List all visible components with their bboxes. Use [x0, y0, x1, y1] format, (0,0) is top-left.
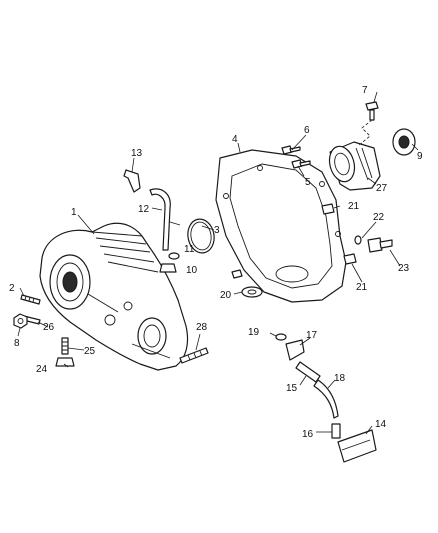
bolt-lower [291, 159, 311, 169]
callout-5: 5 [305, 177, 311, 188]
callout-21-upper: 21 [348, 201, 360, 212]
output-seal [392, 128, 416, 156]
callout-6: 6 [304, 125, 310, 136]
oil-hose [313, 379, 339, 419]
stud-long [179, 347, 209, 364]
callout-24: 24 [36, 364, 48, 375]
front-case-half [39, 222, 189, 371]
hose-fitting [331, 423, 341, 439]
callout-13: 13 [131, 148, 143, 159]
oil-pickup-tube [285, 339, 321, 383]
leader-lines [17, 91, 419, 435]
callout-23: 23 [398, 263, 410, 274]
callout-16: 16 [302, 429, 314, 440]
extension-housing [328, 141, 381, 191]
vent-clip [168, 252, 180, 260]
callout-25: 25 [84, 346, 96, 357]
plug-lower [343, 253, 357, 265]
vent-hose [149, 188, 171, 251]
vent-bracket [123, 169, 141, 193]
bolt-top [365, 101, 379, 121]
callout-9: 9 [417, 151, 423, 162]
oil-filter-screen [337, 429, 377, 463]
plug-upper [321, 203, 335, 215]
callout-10: 10 [186, 265, 198, 276]
callout-14: 14 [375, 419, 387, 430]
callout-3: 3 [214, 225, 220, 236]
magnet-washer [241, 286, 263, 298]
bolt-case [231, 269, 243, 279]
callout-2: 2 [9, 283, 15, 294]
callout-15: 15 [286, 383, 298, 394]
bolt-upper [281, 145, 301, 155]
speed-sensor [354, 235, 393, 253]
callout-20: 20 [220, 290, 232, 301]
callout-28: 28 [196, 322, 208, 333]
callout-18: 18 [334, 373, 346, 384]
drain-plug [61, 337, 69, 355]
callout-17: 17 [306, 330, 318, 341]
vent-fitting [159, 263, 177, 273]
callout-7: 7 [362, 85, 368, 96]
callout-11: 11 [184, 244, 195, 255]
callout-22: 22 [373, 212, 385, 223]
rear-case-half [215, 149, 347, 303]
fill-plug [55, 357, 75, 367]
callout-8: 8 [14, 338, 20, 349]
callout-12: 12 [138, 204, 150, 215]
stud-bolt [20, 294, 41, 305]
callout-labels: 1 2 3 4 5 6 7 8 9 10 11 12 13 14 15 16 1… [9, 85, 423, 440]
callout-1: 1 [71, 207, 77, 218]
callout-19: 19 [248, 327, 260, 338]
callout-4: 4 [232, 134, 238, 145]
callout-27: 27 [376, 183, 388, 194]
hex-nut [13, 313, 28, 329]
callout-26: 26 [43, 322, 55, 333]
callout-21-lower: 21 [356, 282, 368, 293]
o-ring-small [275, 333, 287, 341]
